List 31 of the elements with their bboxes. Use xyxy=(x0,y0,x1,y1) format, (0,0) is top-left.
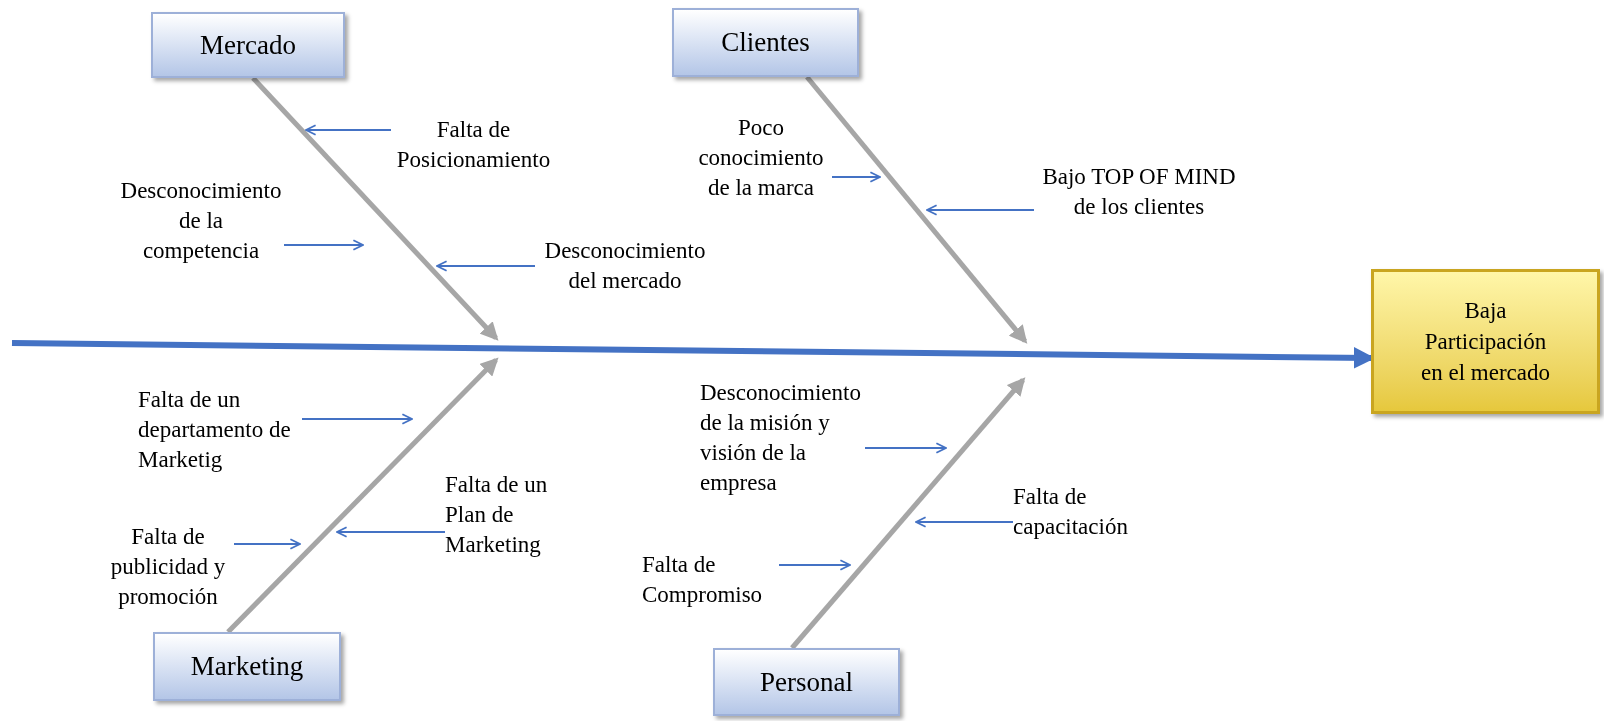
cause-arrow xyxy=(436,260,536,272)
bone-arrow xyxy=(805,75,1028,344)
cause-arrow xyxy=(233,538,301,550)
cause-arrow xyxy=(915,516,1014,528)
cause-arrow xyxy=(283,239,364,251)
cause-label: Falta de un departamento de Marketig xyxy=(138,385,302,475)
category-box: Personal xyxy=(713,648,900,716)
cause-arrow xyxy=(831,171,881,183)
bone-arrow xyxy=(251,76,499,341)
cause-label: Falta de Posicionamiento xyxy=(391,115,556,175)
cause-label: Desconocimiento de la competencia xyxy=(118,176,284,266)
cause-label: Bajo TOP OF MIND de los clientes xyxy=(1034,162,1244,222)
cause-label: Falta de publicidad y promoción xyxy=(102,522,234,612)
cause-label: Poco conocimiento de la marca xyxy=(690,113,832,203)
category-box: Marketing xyxy=(153,632,341,701)
cause-label: Falta de Compromiso xyxy=(642,550,779,610)
cause-arrow xyxy=(301,413,413,425)
cause-arrow xyxy=(336,526,446,538)
effect-box: Baja Participación en el mercado xyxy=(1371,269,1600,414)
cause-label: Falta de capacitación xyxy=(1013,482,1145,542)
cause-label: Desconocimiento del mercado xyxy=(535,236,715,296)
bone-arrow xyxy=(226,357,499,634)
category-box: Mercado xyxy=(151,12,345,78)
cause-arrow xyxy=(926,204,1035,216)
cause-arrow xyxy=(864,442,947,454)
cause-arrow xyxy=(305,124,392,136)
category-box: Clientes xyxy=(672,8,859,77)
cause-label: Desconocimiento de la misión y visión de la empresa xyxy=(700,378,865,498)
cause-label: Falta de un Plan de Marketing xyxy=(445,470,567,560)
bone-arrow xyxy=(790,377,1026,650)
cause-arrow xyxy=(778,559,851,571)
